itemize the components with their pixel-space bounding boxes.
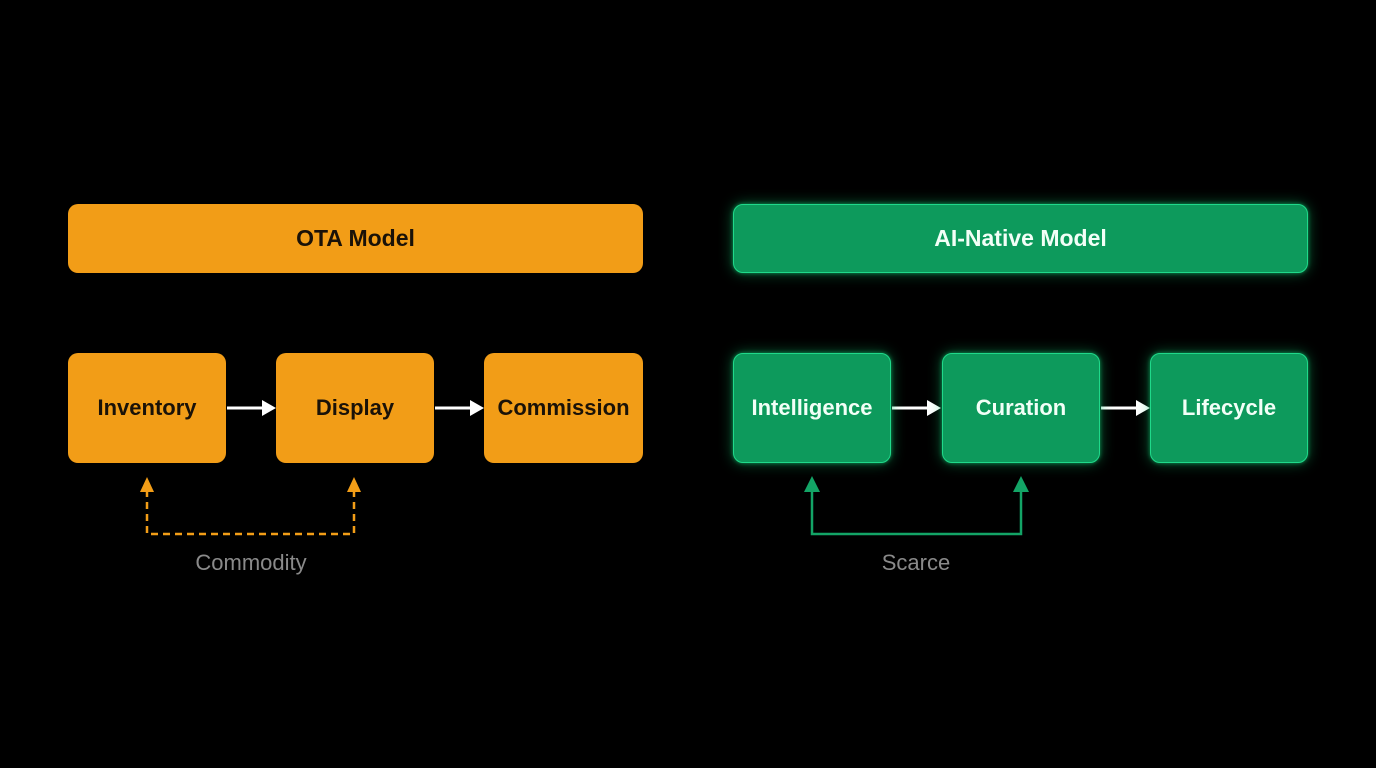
ai-step-label: Lifecycle <box>1181 395 1277 420</box>
commodity-arrowhead-left <box>140 477 154 492</box>
scarce-loop-line <box>810 490 1023 536</box>
arrowhead-inventory-to-display <box>262 400 276 416</box>
ota-step-label: Inventory <box>97 395 197 420</box>
ota-step-label: Commission <box>497 395 630 420</box>
scarce-arrowhead-left <box>804 476 820 492</box>
commodity-loop-line <box>145 490 356 536</box>
ota-step-inventory: Inventory <box>68 353 226 463</box>
arrowhead-curation-to-lifecycle <box>1136 400 1150 416</box>
ota-model-header: OTA Model <box>68 204 643 273</box>
ai-step-lifecycle: Lifecycle <box>1150 353 1308 463</box>
ai-native-model-title: AI-Native Model <box>934 225 1107 251</box>
ota-step-display: Display <box>276 353 434 463</box>
ota-model-title: OTA Model <box>296 225 415 251</box>
ai-step-label: Curation <box>975 395 1067 420</box>
arrowhead-intelligence-to-curation <box>927 400 941 416</box>
scarce-arrowhead-right <box>1013 476 1029 492</box>
ai-step-intelligence: Intelligence <box>733 353 891 463</box>
ota-step-label: Display <box>315 395 395 420</box>
ota-step-commission: Commission <box>484 353 643 463</box>
commodity-label: Commodity <box>195 550 307 575</box>
commodity-arrowhead-right <box>347 477 361 492</box>
arrowhead-display-to-commission <box>470 400 484 416</box>
ai-native-model-header: AI-Native Model <box>733 204 1308 273</box>
scarce-label: Scarce <box>881 550 951 575</box>
ai-step-label: Intelligence <box>751 395 873 420</box>
ai-step-curation: Curation <box>942 353 1100 463</box>
